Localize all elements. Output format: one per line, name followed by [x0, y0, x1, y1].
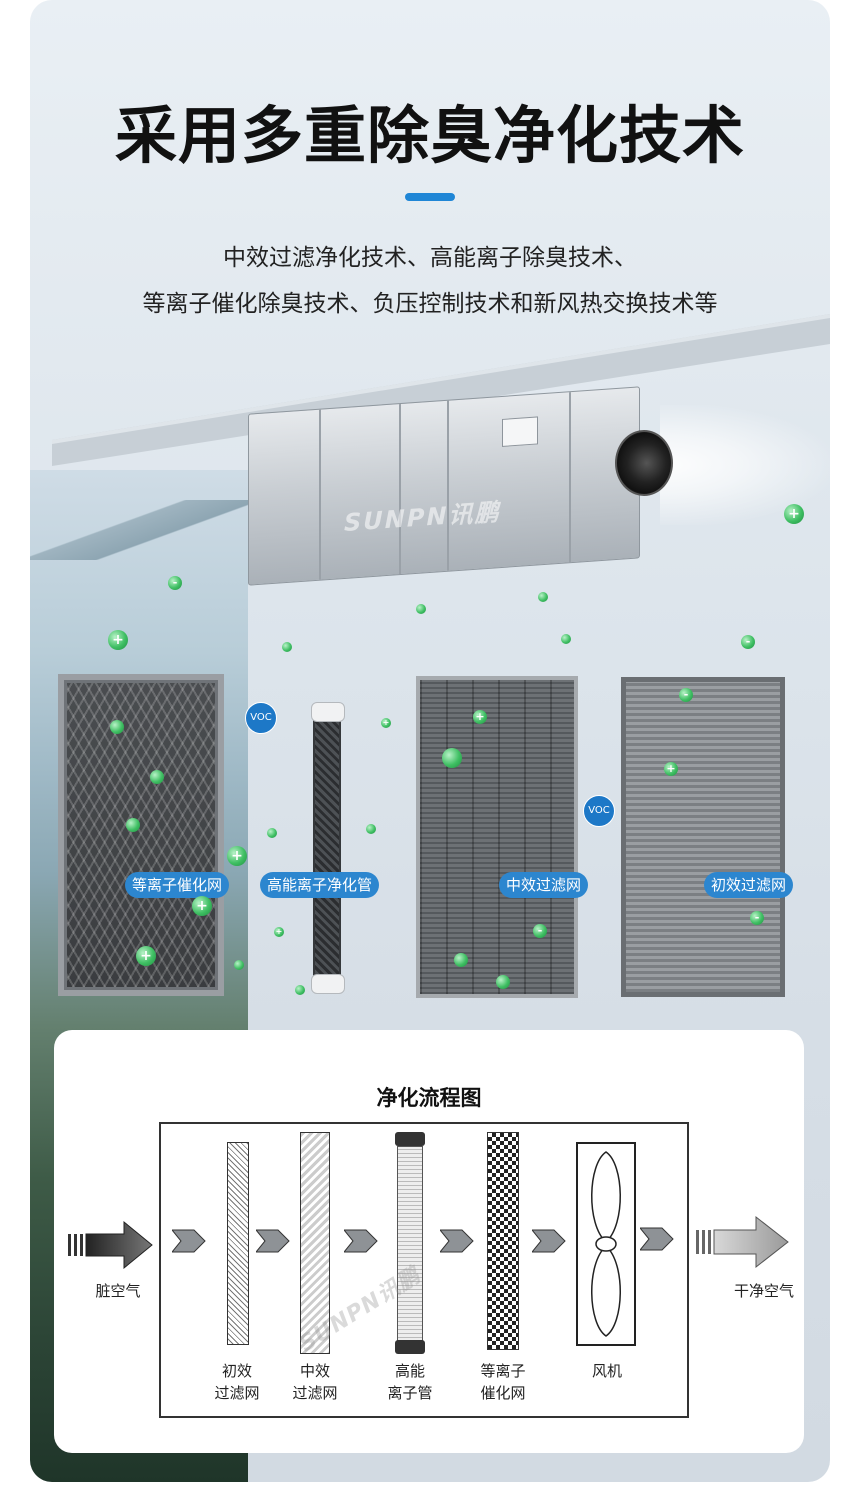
stage-medium-filter: [300, 1132, 330, 1354]
chevron-right-icon: [440, 1229, 474, 1253]
device-seam: [399, 404, 401, 575]
subtitle-line-1: 中效过滤净化技术、高能离子除臭技术、: [223, 245, 637, 271]
fan-icon: [591, 1151, 621, 1337]
chevron-right-icon: [256, 1229, 290, 1253]
tag-plasma-filter: 等离子催化网: [125, 872, 230, 898]
device-seam: [447, 400, 449, 571]
ion-plus-icon: +: [136, 946, 156, 966]
voc-bubble: VOC: [583, 795, 615, 827]
device-seam: [569, 392, 571, 563]
stage-plasma-filter: [487, 1132, 519, 1350]
stage-label-medium: 中效 过滤网: [282, 1360, 348, 1404]
stage-label-line: 高能: [394, 1362, 425, 1380]
ion-minus-icon: -: [750, 911, 764, 925]
ion-dot-icon: [267, 828, 277, 838]
output-arrow-icon: [696, 1215, 789, 1269]
ion-plus-icon: +: [664, 762, 678, 776]
page-title: 采用多重除臭净化技术: [114, 99, 745, 172]
ion-dot-icon: [454, 953, 468, 967]
tube-cap: [311, 702, 345, 722]
purifier-device: SUNPN讯鹏: [248, 386, 640, 586]
stage-label-line: 过滤网: [292, 1384, 338, 1402]
ion-plus-icon: +: [227, 846, 247, 866]
stage-label-primary: 初效 过滤网: [204, 1360, 270, 1404]
ion-plus-icon: +: [784, 504, 804, 524]
ion-dot-icon: [150, 770, 164, 784]
tube-body: [397, 1146, 423, 1342]
ion-plus-icon: +: [108, 630, 128, 650]
ion-dot-icon: [282, 642, 292, 652]
stage-label-plasma: 等离子 催化网: [468, 1360, 538, 1404]
tube-cap: [395, 1340, 425, 1354]
ion-minus-icon: -: [679, 688, 693, 702]
tag-primary-filter: 初效过滤网: [704, 872, 794, 898]
input-arrow-icon: [68, 1220, 153, 1270]
stage-fan: [576, 1142, 636, 1346]
stage-label-ion-tube: 高能 离子管: [377, 1360, 443, 1404]
stage-label-line: 催化网: [480, 1384, 526, 1402]
ion-dot-icon: [366, 824, 376, 834]
subtitle-line-2: 等离子催化除臭技术、负压控制技术和新风热交换技术等: [142, 291, 718, 317]
stage-label-fan: 风机: [574, 1360, 640, 1382]
chevron-right-icon: [532, 1229, 566, 1253]
product-card: 采用多重除臭净化技术 中效过滤净化技术、高能离子除臭技术、 等离子催化除臭技术、…: [30, 0, 830, 1482]
tube-cap: [311, 974, 345, 994]
title-accent-bar: [405, 193, 455, 201]
ion-dot-icon: [561, 634, 571, 644]
tube-cap: [395, 1132, 425, 1146]
stage-label-line: 中效: [299, 1362, 330, 1380]
chevron-right-icon: [344, 1229, 378, 1253]
ion-plus-icon: +: [381, 718, 391, 728]
ion-dot-icon: [295, 985, 305, 995]
stage-label-line: 过滤网: [214, 1384, 260, 1402]
input-label: 脏空气: [95, 1282, 141, 1300]
flow-diagram-card: 净化流程图 脏空气 干净空气: [54, 1030, 804, 1453]
ion-minus-icon: -: [741, 635, 755, 649]
tag-ion-tube: 高能离子净化管: [260, 872, 380, 898]
stage-label-line: 等离子: [480, 1362, 526, 1380]
ion-plus-icon: [442, 748, 462, 768]
plasma-catalytic-filter: [58, 674, 224, 996]
ion-plus-icon: +: [473, 710, 487, 724]
ion-minus-icon: -: [533, 924, 547, 938]
ion-minus-icon: -: [168, 576, 182, 590]
device-brand-watermark: SUNPN讯鹏: [344, 498, 501, 537]
device-seam: [319, 409, 321, 580]
fan-outlet: [615, 430, 673, 496]
ion-dot-icon: [538, 592, 548, 602]
airflow-glow: [660, 405, 830, 525]
ion-plus-icon: +: [192, 896, 212, 916]
flow-frame: [159, 1122, 689, 1418]
stage-label-line: 风机: [591, 1362, 622, 1380]
ion-purification-tube: [311, 702, 345, 994]
mountain-silhouette: [30, 500, 248, 560]
ion-dot-icon: [126, 818, 140, 832]
voc-bubble: VOC: [245, 702, 277, 734]
ion-plus-icon: +: [274, 927, 284, 937]
flow-title: 净化流程图: [376, 1086, 482, 1110]
chevron-right-icon: [640, 1227, 674, 1251]
stage-ion-tube: [395, 1132, 425, 1354]
stage-label-line: 离子管: [387, 1384, 433, 1402]
chevron-right-icon: [172, 1229, 206, 1253]
stage-label-line: 初效: [221, 1362, 252, 1380]
tag-medium-filter: 中效过滤网: [499, 872, 589, 898]
primary-efficiency-filter: [621, 677, 785, 997]
ion-dot-icon: [110, 720, 124, 734]
output-label: 干净空气: [733, 1282, 794, 1300]
ion-dot-icon: [234, 960, 244, 970]
stage-primary-filter: [227, 1142, 249, 1345]
ion-dot-icon: [416, 604, 426, 614]
ion-dot-icon: [496, 975, 510, 989]
control-panel: [502, 416, 538, 447]
medium-efficiency-filter: [416, 676, 578, 998]
